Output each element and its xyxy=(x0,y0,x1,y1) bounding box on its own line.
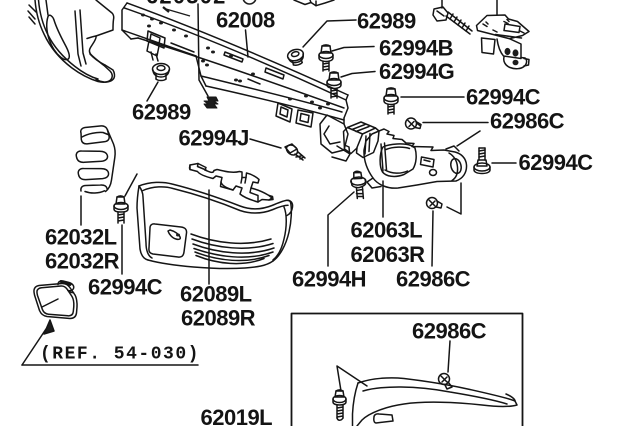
svg-text:62994C: 62994C xyxy=(519,150,594,175)
svg-text:62986C: 62986C xyxy=(412,319,487,344)
svg-text:62032R: 62032R xyxy=(45,249,120,274)
svg-text:62994C: 62994C xyxy=(466,84,541,109)
svg-text:62989: 62989 xyxy=(132,100,191,125)
svg-text:(REF. 54-030): (REF. 54-030) xyxy=(40,345,200,365)
svg-text:62019L: 62019L xyxy=(201,405,273,426)
svg-text:62994B: 62994B xyxy=(379,36,453,61)
svg-text:62994H: 62994H xyxy=(292,267,366,292)
svg-text:62986C: 62986C xyxy=(490,109,565,134)
svg-text:620302: 620302 xyxy=(146,0,227,9)
svg-text:62994G: 62994G xyxy=(379,59,454,84)
svg-text:62986C: 62986C xyxy=(396,267,471,292)
svg-text:62008: 62008 xyxy=(216,8,275,33)
svg-text:62994J: 62994J xyxy=(179,126,249,151)
svg-text:62089L: 62089L xyxy=(180,282,252,307)
svg-text:62032L: 62032L xyxy=(45,225,117,250)
svg-text:62994C: 62994C xyxy=(88,275,163,300)
svg-text:62989: 62989 xyxy=(357,9,416,34)
svg-text:62063R: 62063R xyxy=(351,242,426,267)
svg-text:62063L: 62063L xyxy=(351,218,423,243)
svg-text:62089R: 62089R xyxy=(181,306,256,331)
